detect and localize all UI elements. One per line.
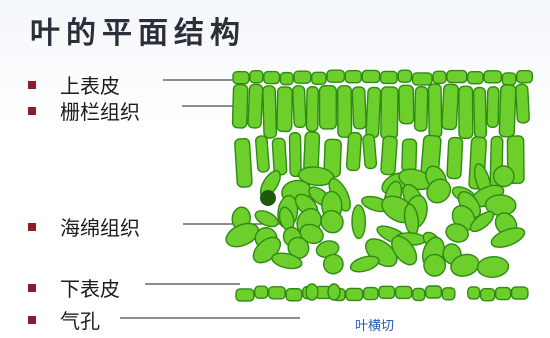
palisade-cell (363, 134, 377, 169)
palisade-cell (381, 87, 398, 139)
palisade-cell (289, 133, 301, 177)
palisade-cell (235, 138, 253, 187)
palisade-cell (255, 136, 269, 173)
lower-epidermis-cell (364, 288, 378, 300)
upper-epidermis-cell (398, 70, 411, 82)
upper-epidermis-cell (280, 73, 293, 85)
upper-epidermis-cell (433, 71, 446, 83)
upper-epidermis-cell (294, 71, 311, 83)
upper-epidermis-cell (517, 71, 533, 83)
palisade-cell (428, 84, 441, 137)
palisade-cell (306, 87, 318, 132)
palisade-cell (414, 87, 427, 132)
guard-cell (306, 284, 318, 300)
lower-epidermis-cell (468, 287, 480, 299)
palisade-cell (516, 84, 530, 123)
chloroplast-cluster (260, 190, 276, 206)
lower-epidermis-cell (286, 289, 302, 301)
lower-epidermis-cell (379, 286, 395, 298)
palisade-cell (499, 85, 516, 137)
lower-epidermis-cell (269, 287, 286, 299)
palisade-cell (293, 86, 307, 128)
palisade-cell (366, 87, 381, 138)
palisade-cell (381, 136, 398, 175)
lower-epidermis-cell (481, 289, 495, 301)
upper-epidermis-cell (502, 73, 515, 85)
palisade-cell (447, 137, 463, 179)
upper-epidermis-cell (381, 71, 397, 83)
upper-epidermis-cell (250, 71, 263, 83)
upper-epidermis-cell (468, 72, 483, 84)
upper-epidermis-cell (264, 72, 280, 84)
lower-epidermis-cell (396, 286, 412, 298)
palisade-cell (487, 87, 499, 128)
lower-epidermis-cell (496, 288, 511, 300)
palisade-cell (474, 87, 487, 138)
palisade-cell (442, 84, 459, 130)
lower-epidermis-cell (426, 286, 442, 298)
spongy-cell (349, 253, 381, 274)
palisade-cell (402, 139, 417, 172)
spongy-cell (352, 205, 366, 239)
palisade-cell (263, 86, 277, 138)
palisade-cell (277, 87, 292, 132)
upper-epidermis-cell (345, 71, 361, 83)
upper-epidermis-cell (447, 71, 467, 83)
figure-caption: 叶横切 (355, 315, 394, 334)
palisade-cell (320, 86, 337, 129)
lower-epidermis-cell (442, 288, 454, 300)
lower-epidermis-cell (413, 288, 425, 300)
upper-epidermis-cell (327, 70, 344, 82)
upper-epidermis-cell (413, 73, 433, 85)
spongy-cell (477, 256, 509, 278)
palisade-cell (338, 86, 352, 138)
palisade-cell (399, 85, 414, 124)
palisade-cell (352, 87, 366, 129)
lower-epidermis-cell (512, 287, 528, 299)
palisade-cell (304, 132, 320, 172)
upper-epidermis-cell (484, 71, 501, 83)
upper-epidermis-cell (362, 70, 379, 82)
guard-cell (328, 284, 340, 300)
cell-group (222, 70, 532, 301)
upper-epidermis-cell (312, 72, 326, 84)
palisade-cell (459, 86, 473, 138)
palisade-cell (346, 132, 361, 171)
palisade-cell (248, 84, 263, 128)
palisade-cell (232, 84, 248, 128)
upper-epidermis-cell (233, 72, 249, 84)
lower-epidermis-cell (236, 289, 254, 301)
lower-epidermis-cell (255, 286, 268, 298)
lower-epidermis-cell (346, 288, 363, 300)
palisade-cell (272, 138, 287, 175)
